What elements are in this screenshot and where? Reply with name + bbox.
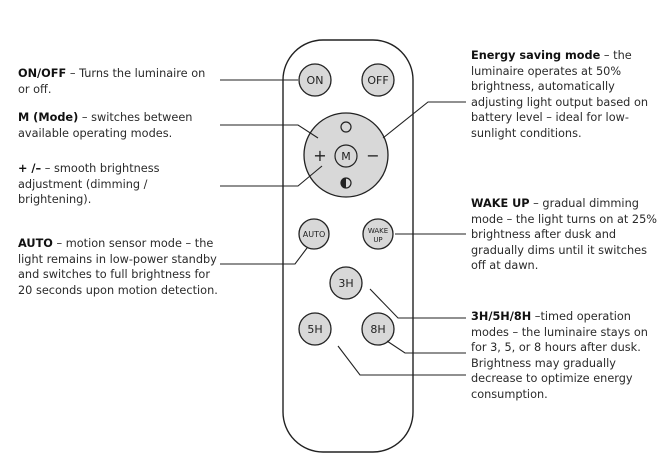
leader-auto	[220, 247, 308, 265]
timer-8h-button[interactable]: 8H	[361, 312, 395, 346]
wakeup-dim-button[interactable]	[340, 177, 352, 189]
annotation-mode-text: – switches between available operating m…	[18, 111, 193, 140]
annotation-plusminus-title: + /–	[18, 162, 42, 175]
annotation-wakeup-title: WAKE UP	[471, 197, 530, 210]
leader-mode	[220, 124, 319, 139]
annotation-mode: M (Mode) – switches between available op…	[18, 110, 218, 141]
annotation-wakeup-text: – gradual dimming mode – the light turns…	[471, 197, 658, 273]
leader-3h	[369, 288, 466, 319]
off-button-label: OFF	[367, 74, 388, 87]
annotation-onoff-text: – Turns the luminaire on or off.	[18, 67, 206, 96]
auto-button[interactable]: AUTO	[298, 218, 330, 250]
timer-3h-label: 3H	[338, 277, 353, 290]
energy-saving-button[interactable]	[340, 121, 352, 133]
annotation-wakeup: WAKE UP – gradual dimming mode – the lig…	[471, 196, 661, 274]
timer-5h-button[interactable]: 5H	[298, 312, 332, 346]
mode-button[interactable]: M	[334, 144, 358, 168]
annotation-auto-title: AUTO	[18, 237, 53, 250]
on-button-label: ON	[307, 74, 324, 87]
leader-5h	[337, 345, 466, 376]
annotation-timed-title: 3H/5H/8H	[471, 310, 532, 323]
annotation-energy: Energy saving mode – the luminaire opera…	[471, 48, 661, 142]
off-button[interactable]: OFF	[361, 63, 395, 97]
timer-8h-label: 8H	[370, 323, 385, 336]
leader-8h	[386, 340, 466, 354]
plus-button-label: +	[313, 146, 326, 165]
remote-body	[282, 39, 414, 453]
annotation-auto-text: – motion sensor mode – the light remains…	[18, 237, 218, 297]
leader-plusminus	[220, 165, 323, 187]
annotation-onoff: ON/OFF – Turns the luminaire on or off.	[18, 66, 218, 97]
annotation-timed: 3H/5H/8H –timed operation modes – the lu…	[471, 309, 661, 403]
annotation-mode-title: M (Mode)	[18, 111, 79, 124]
annotation-onoff-title: ON/OFF	[18, 67, 67, 80]
wakeup-button-label-line1: WAKE	[368, 227, 388, 235]
energy-saving-icon	[340, 121, 352, 133]
leader-energy	[382, 101, 466, 139]
timer-3h-button[interactable]: 3H	[329, 266, 363, 300]
annotation-auto: AUTO – motion sensor mode – the light re…	[18, 236, 218, 298]
auto-button-label: AUTO	[303, 230, 326, 239]
plus-button[interactable]: +	[313, 146, 326, 165]
timer-5h-label: 5H	[307, 323, 322, 336]
annotation-energy-text: – the luminaire operates at 50% brightne…	[471, 49, 649, 140]
mode-button-label: M	[341, 150, 351, 163]
annotation-plusminus-text: – smooth brightness adjustment (dimming …	[18, 162, 160, 207]
wakeup-button-label-line2: UP	[373, 236, 382, 244]
minus-button-label: −	[366, 146, 379, 165]
annotation-energy-title: Energy saving mode	[471, 49, 601, 62]
minus-button[interactable]: −	[366, 146, 379, 165]
annotation-plusminus: + /– – smooth brightness adjustment (dim…	[18, 161, 218, 208]
on-button[interactable]: ON	[298, 63, 332, 97]
leader-lines	[220, 79, 466, 376]
wakeup-button[interactable]: WAKE UP	[362, 218, 394, 250]
annotation-timed-text: –timed operation modes – the luminaire s…	[471, 310, 648, 401]
